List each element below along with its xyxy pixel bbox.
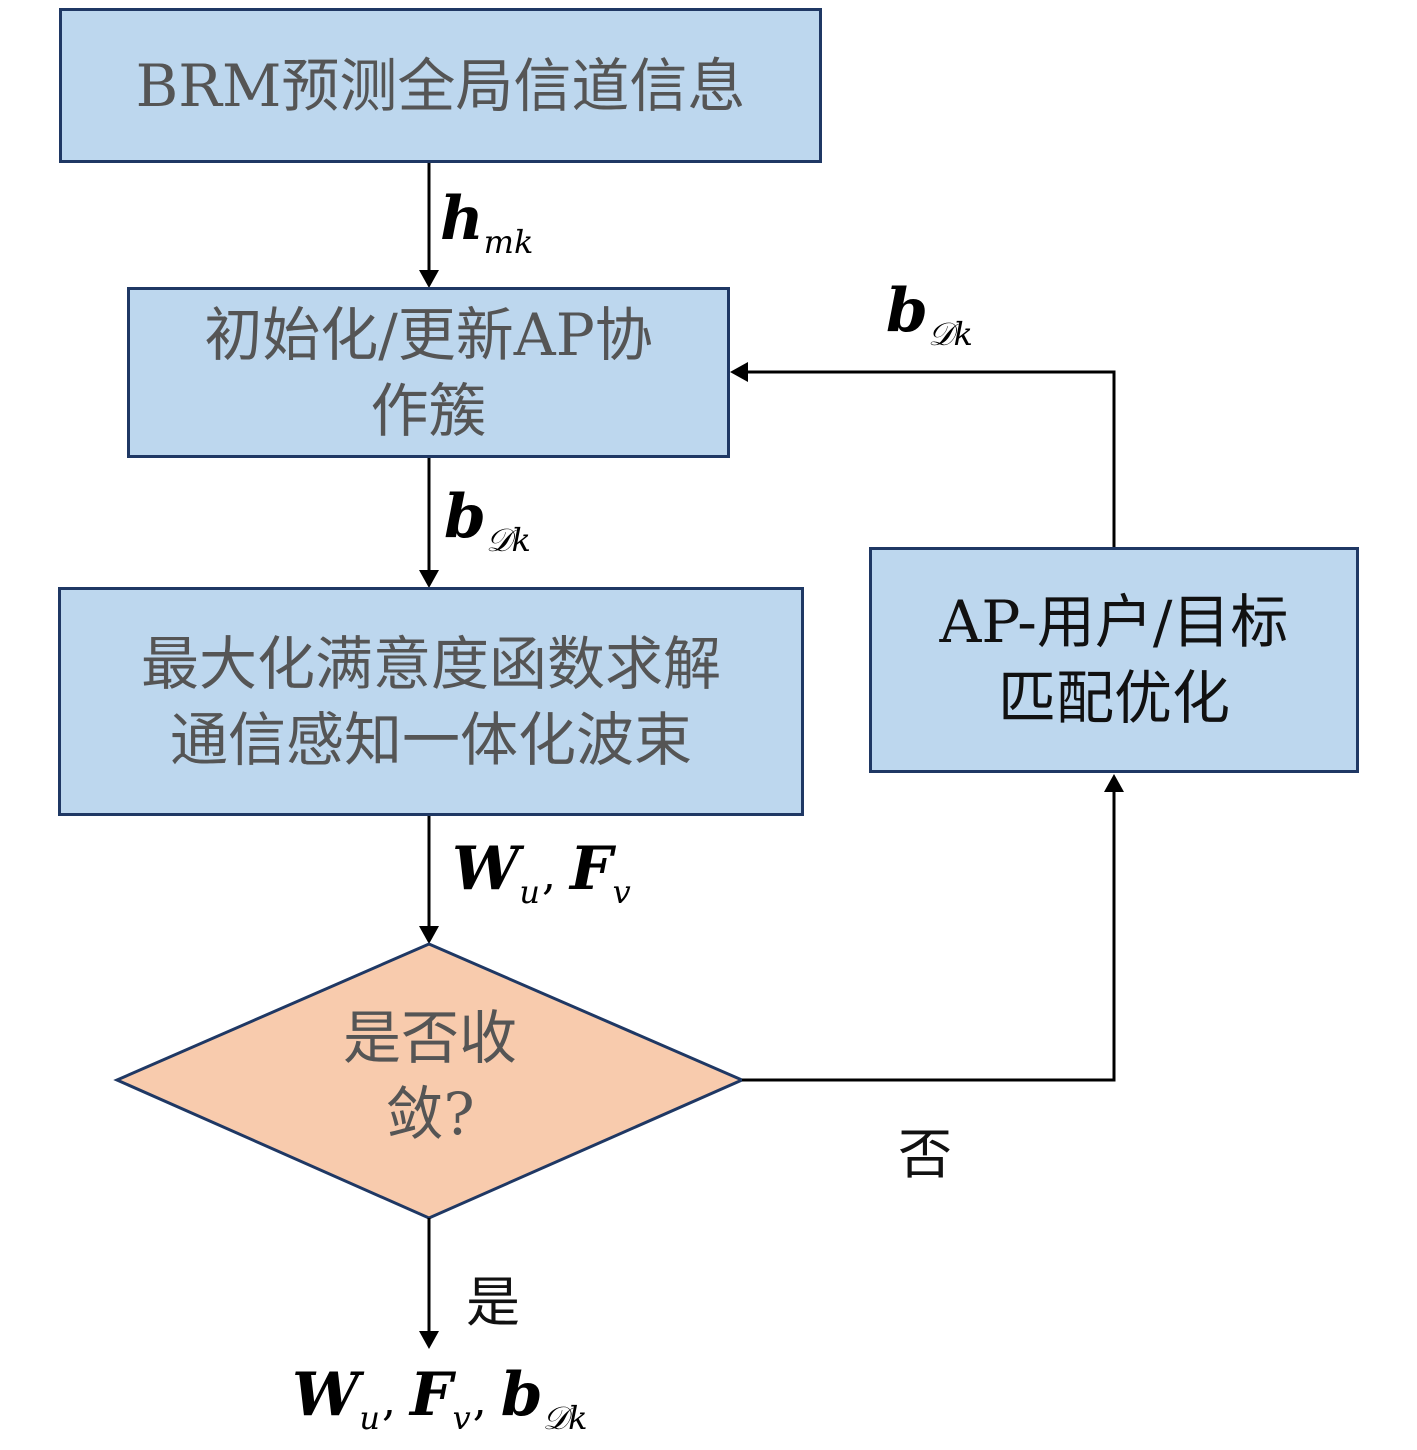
symbol-W: W <box>452 834 520 904</box>
arrowhead-down <box>419 570 439 588</box>
node-update-cluster: 初始化/更新AP协 作簇 <box>127 287 730 458</box>
edge-label-h-mk: hmk <box>440 184 533 261</box>
separator: , <box>472 1375 487 1426</box>
subscript-dk: 𝒟k <box>927 315 973 353</box>
edge-match-to-cluster <box>746 370 1116 548</box>
edge-label-wu-fv: Wu, Fv <box>452 834 631 911</box>
node-predict-channel: BRM预测全局信道信息 <box>59 8 822 163</box>
subscript-dk: 𝒟k <box>542 1399 588 1437</box>
subscript-mk: mk <box>483 223 534 261</box>
separator: , <box>542 849 556 900</box>
arrowhead-down <box>419 270 439 288</box>
node-beamforming: 最大化满意度函数求解 通信感知一体化波束 <box>58 587 804 816</box>
edge-decision-no <box>742 790 1116 1082</box>
node-predict-channel-text: BRM预测全局信道信息 <box>135 51 746 120</box>
edge-label-no: 否 <box>898 1123 952 1186</box>
symbol-F: F <box>570 834 613 904</box>
symbol-b: b <box>886 276 928 346</box>
node-ap-matching-text: AP-用户/目标 匹配优化 <box>939 588 1289 732</box>
symbol-h: h <box>440 184 484 254</box>
node-update-cluster-text: 初始化/更新AP协 作簇 <box>204 300 653 445</box>
subscript-u: u <box>359 1399 380 1437</box>
symbol-W: W <box>292 1360 360 1430</box>
decision-text: 是否收 敛? <box>342 1004 517 1148</box>
symbol-F: F <box>410 1360 453 1430</box>
output-label: Wu, Fv, b𝒟k <box>292 1360 588 1437</box>
separator: , <box>382 1375 396 1426</box>
node-beamforming-text: 最大化满意度函数求解 通信感知一体化波束 <box>140 629 721 774</box>
edge-label-b-dk-feedback: b𝒟k <box>886 276 973 353</box>
arrowhead-down <box>419 1331 439 1349</box>
node-ap-matching: AP-用户/目标 匹配优化 <box>869 547 1359 773</box>
arrowhead-up <box>1104 774 1124 792</box>
subscript-v: v <box>612 873 631 911</box>
subscript-dk: 𝒟k <box>485 521 531 559</box>
edge-label-b-dk: b𝒟k <box>444 482 531 559</box>
edge-label-yes: 是 <box>466 1271 520 1334</box>
subscript-v: v <box>452 1399 471 1437</box>
subscript-u: u <box>519 873 540 911</box>
arrowhead-left <box>730 362 748 382</box>
symbol-b: b <box>444 482 486 552</box>
arrowhead-down <box>419 926 439 944</box>
symbol-b: b <box>500 1360 543 1430</box>
